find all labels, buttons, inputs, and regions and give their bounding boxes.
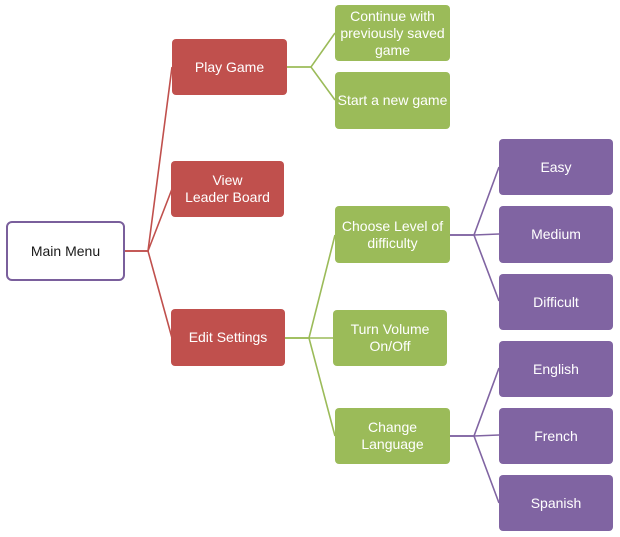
- continue-saved-game-label: Continue with previously saved game: [340, 7, 445, 58]
- change-language-node: Change Language: [335, 408, 450, 464]
- turn-volume-label: Turn Volume On/Off: [350, 321, 430, 354]
- view-leader-board-label: View Leader Board: [185, 172, 270, 205]
- difficult-label: Difficult: [533, 293, 579, 310]
- easy-node: Easy: [499, 139, 613, 195]
- start-new-game-label: Start a new game: [337, 92, 448, 108]
- continue-saved-game-node: Continue with previously saved game: [335, 5, 450, 61]
- french-node: French: [499, 408, 613, 464]
- connector-main-menu-to-play-game: [124, 66, 173, 252]
- turn-volume-node: Turn Volume On/Off: [333, 310, 447, 366]
- spanish-label: Spanish: [530, 494, 582, 511]
- change-language-label: Change Language: [361, 419, 424, 452]
- easy-label: Easy: [540, 158, 572, 175]
- connector-edit-settings-to-change-language: [285, 337, 336, 437]
- connector-change-language-to-spanish: [450, 435, 500, 504]
- play-game-node: Play Game: [172, 39, 287, 95]
- medium-node: Medium: [499, 206, 613, 263]
- choose-level-node: Choose Level of difficulty: [335, 206, 450, 263]
- connector-main-menu-to-edit-settings: [124, 250, 173, 339]
- main-menu-label: Main Menu: [30, 242, 101, 259]
- connector-choose-level-to-easy: [450, 166, 500, 236]
- edit-settings-node: Edit Settings: [171, 309, 285, 366]
- difficult-node: Difficult: [499, 274, 613, 330]
- start-new-game-node: Start a new game: [335, 72, 450, 129]
- connector-change-language-to-english: [450, 367, 500, 437]
- edit-settings-label: Edit Settings: [188, 329, 268, 345]
- connector-play-game-to-continue: [287, 32, 336, 68]
- connector-main-menu-to-view-leader-board: [124, 188, 173, 252]
- english-node: English: [499, 341, 613, 397]
- french-label: French: [534, 427, 578, 444]
- choose-level-label: Choose Level of difficulty: [341, 217, 444, 251]
- view-leader-board-node: View Leader Board: [171, 161, 284, 217]
- english-label: English: [533, 360, 579, 377]
- main-menu-node: Main Menu: [6, 221, 125, 281]
- spanish-node: Spanish: [499, 475, 613, 531]
- connector-edit-settings-to-choose-level: [285, 234, 336, 339]
- connector-choose-level-to-difficult: [450, 234, 500, 302]
- connector-play-game-to-start-new: [287, 66, 336, 101]
- play-game-label: Play Game: [194, 58, 265, 75]
- medium-label: Medium: [531, 226, 581, 242]
